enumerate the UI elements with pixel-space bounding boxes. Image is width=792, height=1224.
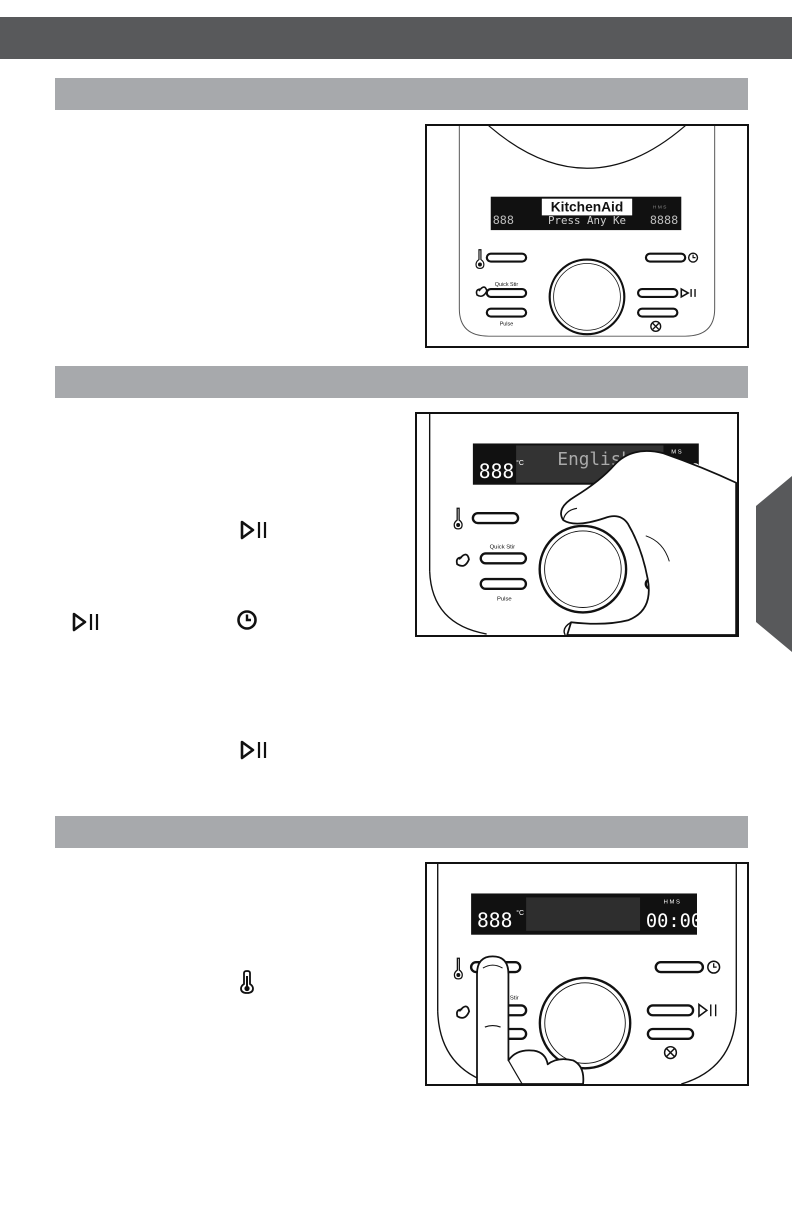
stir-icon bbox=[455, 553, 470, 567]
thermometer-icon bbox=[453, 957, 463, 980]
dial-turn-illustration: 888 °C English 88 M S Quick Stir Pulse bbox=[428, 414, 737, 635]
pulse-label: Pulse bbox=[500, 321, 514, 327]
pulse-button[interactable] bbox=[479, 577, 528, 591]
chapter-side-tab bbox=[756, 476, 792, 652]
play-pause-icon bbox=[680, 287, 696, 299]
clock-icon bbox=[687, 252, 699, 263]
play-pause-icon bbox=[240, 740, 267, 760]
section-bar-3 bbox=[55, 816, 748, 848]
lcd-time-digits: 8888 bbox=[650, 213, 678, 227]
quick-stir-label: Quick Stir bbox=[490, 545, 516, 551]
clock-icon bbox=[707, 960, 721, 974]
stir-icon bbox=[475, 286, 488, 298]
thermometer-icon bbox=[453, 507, 463, 530]
cancel-icon bbox=[663, 1045, 678, 1060]
clock-icon bbox=[237, 610, 257, 630]
lcd-corner-units: H M S bbox=[653, 205, 667, 211]
section-bar-2 bbox=[55, 366, 748, 398]
quick-stir-label: Quick Stir bbox=[495, 282, 519, 288]
start-pause-button[interactable] bbox=[646, 1004, 695, 1017]
lcd-temp-digits: 888 bbox=[477, 909, 512, 932]
lcd-temp-digits: 888 bbox=[479, 460, 514, 483]
control-panel-figure-3: 888 °C 00:00 H M S Stir bbox=[425, 862, 749, 1086]
timer-button[interactable] bbox=[654, 961, 705, 974]
cancel-button[interactable] bbox=[636, 307, 679, 318]
control-dial[interactable] bbox=[548, 258, 626, 336]
temperature-press-illustration: 888 °C 00:00 H M S Stir bbox=[437, 864, 737, 1084]
lcd-corner-units: M S bbox=[671, 449, 682, 455]
page-header-bar bbox=[0, 17, 792, 59]
lcd-corner-units: H M S bbox=[664, 899, 680, 905]
lcd-temp-unit: °C bbox=[516, 459, 524, 467]
quick-stir-label: Stir bbox=[510, 996, 519, 1002]
thermometer-icon bbox=[240, 970, 254, 994]
cancel-icon bbox=[650, 320, 662, 332]
section-bar-1 bbox=[55, 78, 748, 110]
lcd-time-digits: 00:00 bbox=[646, 911, 702, 932]
lcd-scroll-text: Press Any Ke bbox=[548, 214, 626, 227]
hand-turning-dial bbox=[560, 450, 737, 635]
pulse-button[interactable] bbox=[485, 307, 528, 318]
lcd-temp-unit: °C bbox=[516, 909, 524, 917]
play-pause-icon bbox=[72, 612, 99, 632]
lcd-temp-digits: 888 bbox=[493, 213, 514, 227]
pulse-label: Pulse bbox=[497, 597, 512, 603]
play-pause-icon bbox=[240, 520, 267, 540]
quick-stir-button[interactable] bbox=[485, 287, 528, 298]
control-panel-figure-2: 888 °C English 88 M S Quick Stir Pulse bbox=[415, 412, 739, 637]
timer-button[interactable] bbox=[644, 252, 687, 263]
stir-icon bbox=[456, 1005, 471, 1019]
thermometer-icon bbox=[475, 249, 485, 270]
control-panel-illustration: KitchenAid 888 Press Any Ke 8888 H M S Q… bbox=[458, 126, 716, 337]
temperature-button[interactable] bbox=[485, 252, 528, 263]
control-panel-figure-1: KitchenAid 888 Press Any Ke 8888 H M S Q… bbox=[425, 124, 749, 348]
play-pause-icon bbox=[698, 1002, 717, 1018]
start-pause-button[interactable] bbox=[636, 287, 679, 298]
control-dial[interactable] bbox=[538, 976, 632, 1070]
finger-pressing-button bbox=[476, 955, 585, 1084]
temperature-button[interactable] bbox=[471, 512, 520, 525]
control-dial[interactable] bbox=[538, 524, 628, 614]
quick-stir-button[interactable] bbox=[479, 552, 528, 565]
brand-logo: KitchenAid bbox=[551, 199, 624, 214]
cancel-button[interactable] bbox=[646, 1027, 695, 1040]
